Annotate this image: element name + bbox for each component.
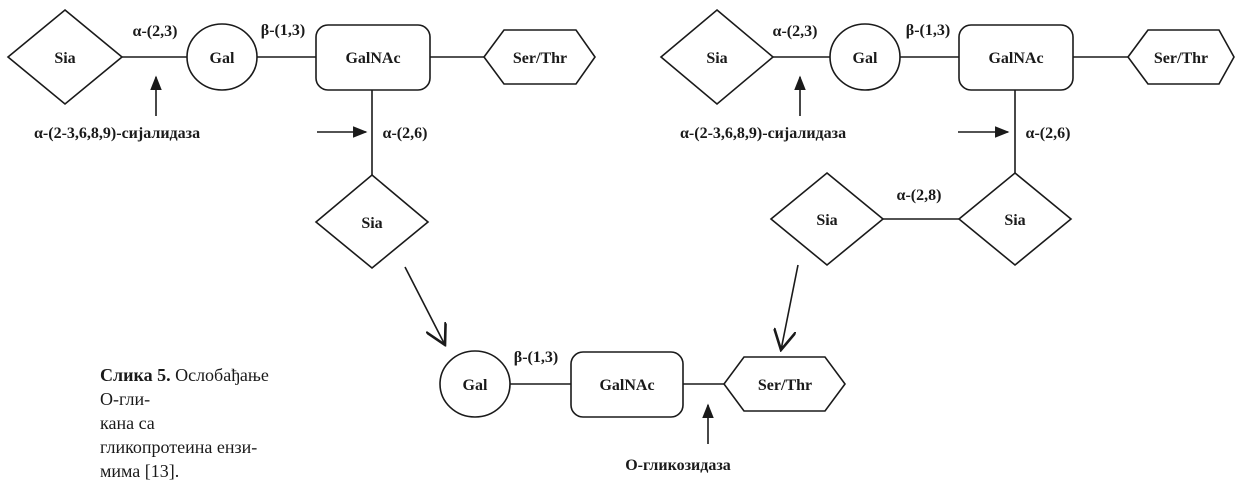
left-gal-shape bbox=[186, 23, 258, 91]
left-serthr-shape bbox=[483, 29, 596, 85]
product-beta13-label: β-(1,3) bbox=[514, 349, 558, 366]
left-galnac-shape bbox=[315, 24, 431, 91]
right-serthr-node: Ser/Thr bbox=[1127, 29, 1235, 85]
right-galnac-label: GalNAc bbox=[988, 50, 1043, 67]
right-alpha26-label: α-(2,6) bbox=[1026, 125, 1071, 142]
right-sia-shape bbox=[659, 8, 775, 106]
left-sia-label: Sia bbox=[54, 50, 75, 67]
left-sia2-shape bbox=[314, 173, 430, 270]
caption-line-1: Слика 5. Ослобађање О-гли- bbox=[100, 363, 270, 411]
product-serthr-node: Ser/Thr bbox=[723, 356, 846, 412]
product-gal-label: Gal bbox=[463, 377, 488, 394]
right-sia3-label: Sia bbox=[816, 212, 837, 229]
product-serthr-shape bbox=[723, 356, 846, 412]
right-alpha28-label: α-(2,8) bbox=[897, 187, 942, 204]
figure-caption: Слика 5. Ослобађање О-гли- кана са глико… bbox=[100, 363, 270, 483]
caption-figure-number: Слика 5. bbox=[100, 365, 171, 385]
right-gal-shape bbox=[829, 23, 901, 91]
right-gal-label: Gal bbox=[853, 50, 878, 67]
right-gal-node: Gal bbox=[829, 23, 901, 91]
right-galnac-shape bbox=[958, 24, 1074, 91]
product-gal-node: Gal bbox=[439, 350, 511, 418]
right-beta13-label: β-(1,3) bbox=[906, 22, 950, 39]
left-to-product-arrow bbox=[404, 266, 445, 345]
right-sia-label: Sia bbox=[706, 50, 727, 67]
left-beta13-label: β-(1,3) bbox=[261, 22, 305, 39]
left-sia-node: Sia bbox=[6, 8, 124, 106]
left-glycan: Sia Gal GalNAc Ser/Thr Sia α-(2,3) β-(1,… bbox=[6, 8, 596, 270]
right-sia3-node: Sia bbox=[769, 171, 885, 267]
right-sia3-shape bbox=[769, 171, 885, 267]
product-glycan: Gal GalNAc Ser/Thr β-(1,3) О-гликозидаза bbox=[439, 349, 846, 474]
product-serthr-label: Ser/Thr bbox=[758, 377, 812, 394]
product-galnac-label: GalNAc bbox=[599, 377, 654, 394]
left-galnac-node: GalNAc bbox=[315, 24, 431, 91]
right-sia2-shape bbox=[957, 171, 1073, 267]
left-sialidase-label: α-(2-3,6,8,9)-сијалидаза bbox=[34, 125, 200, 142]
caption-text-1: Ослобађање О-гли- bbox=[100, 365, 269, 409]
right-serthr-label: Ser/Thr bbox=[1154, 50, 1208, 67]
o-glycosidase-label: О-гликозидаза bbox=[625, 457, 731, 474]
left-sia-shape bbox=[6, 8, 124, 106]
left-serthr-label: Ser/Thr bbox=[513, 50, 567, 67]
product-galnac-node: GalNAc bbox=[570, 351, 684, 418]
left-sia2-label: Sia bbox=[361, 215, 382, 232]
right-glycan: Sia Gal GalNAc Ser/Thr Sia Sia α-(2,3) bbox=[659, 8, 1235, 267]
right-galnac-node: GalNAc bbox=[958, 24, 1074, 91]
right-alpha23-label: α-(2,3) bbox=[773, 23, 818, 40]
right-serthr-shape bbox=[1127, 29, 1235, 85]
left-alpha23-label: α-(2,3) bbox=[133, 23, 178, 40]
caption-line-2: кана са гликопротеина ензи- bbox=[100, 413, 258, 457]
left-gal-label: Gal bbox=[210, 50, 235, 67]
left-alpha26-label: α-(2,6) bbox=[383, 125, 428, 142]
left-gal-node: Gal bbox=[186, 23, 258, 91]
left-sia2-node: Sia bbox=[314, 173, 430, 270]
right-sia2-label: Sia bbox=[1004, 212, 1025, 229]
right-to-product-arrow bbox=[781, 264, 799, 350]
left-serthr-node: Ser/Thr bbox=[483, 29, 596, 85]
right-sia-node: Sia bbox=[659, 8, 775, 106]
right-sia2-node: Sia bbox=[957, 171, 1073, 267]
caption-line-3: мима [13]. bbox=[100, 461, 180, 481]
product-galnac-shape bbox=[570, 351, 684, 418]
left-galnac-label: GalNAc bbox=[345, 50, 400, 67]
product-gal-shape bbox=[439, 350, 511, 418]
right-sialidase-label: α-(2-3,6,8,9)-сијалидаза bbox=[680, 125, 846, 142]
